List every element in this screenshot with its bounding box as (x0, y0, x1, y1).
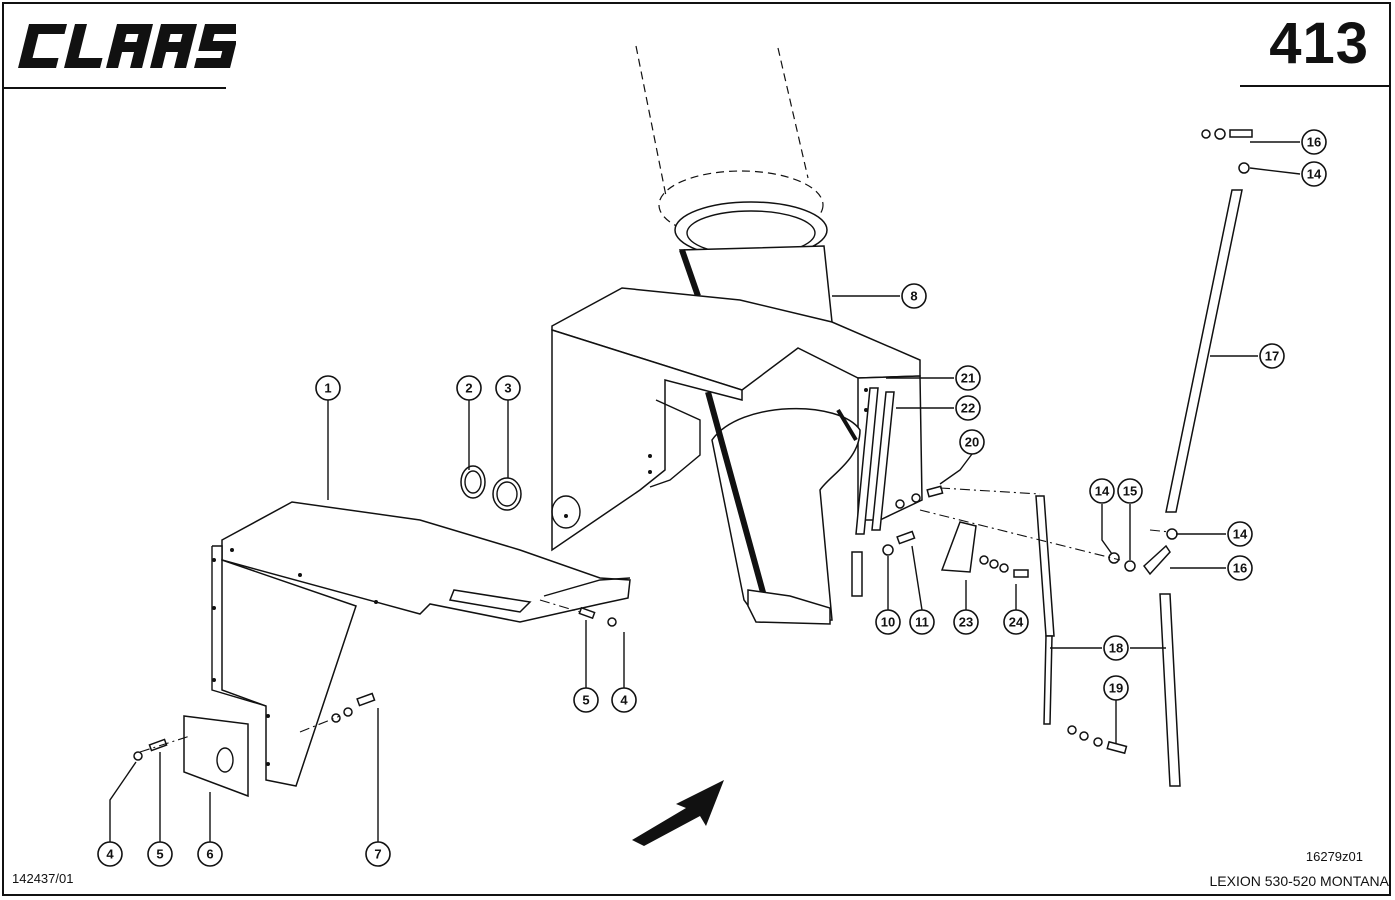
callout-5-upper: 5 (573, 687, 599, 713)
header-rule-left (2, 87, 226, 89)
svg-text:16: 16 (1233, 561, 1247, 576)
figure-code: 16279z01 (1305, 849, 1363, 864)
callout-3: 3 (495, 375, 521, 401)
callout-17: 17 (1259, 343, 1285, 369)
svg-text:2: 2 (465, 381, 472, 396)
callout-22: 22 (955, 395, 981, 421)
callout-24: 24 (1003, 609, 1029, 635)
callout-10: 10 (875, 609, 901, 635)
svg-text:23: 23 (959, 615, 973, 630)
svg-text:1: 1 (324, 381, 331, 396)
fasteners (133, 128, 1253, 761)
guard-panel (211, 501, 631, 787)
svg-text:22: 22 (961, 401, 975, 416)
retaining-rings (460, 465, 522, 511)
spout-tube-outline (635, 45, 833, 329)
assembly-centerlines (139, 487, 1171, 753)
svg-text:15: 15 (1123, 484, 1137, 499)
svg-text:5: 5 (582, 693, 589, 708)
callout-14-top: 14 (1301, 161, 1327, 187)
callout-14-low: 14 (1227, 521, 1253, 547)
svg-text:6: 6 (206, 847, 213, 862)
gas-strut (1035, 495, 1181, 787)
wear-strips (851, 387, 895, 597)
svg-text:5: 5 (156, 847, 163, 862)
callout-5-lower: 5 (147, 841, 173, 867)
header-rule-right (1240, 85, 1391, 87)
svg-text:8: 8 (910, 289, 917, 304)
callout-1: 1 (315, 375, 341, 401)
callout-23: 23 (953, 609, 979, 635)
page-number: 413 (1269, 11, 1369, 76)
svg-text:24: 24 (1009, 615, 1024, 630)
drawing-reference: 142437/01 (12, 871, 74, 886)
svg-text:4: 4 (620, 693, 628, 708)
callout-16-low: 16 (1227, 555, 1253, 581)
svg-text:14: 14 (1095, 484, 1110, 499)
callout-14-mid: 14 (1089, 478, 1115, 504)
callout-4-upper: 4 (611, 687, 637, 713)
callout-11: 11 (909, 609, 935, 635)
callout-19: 19 (1103, 675, 1129, 701)
model-name: LEXION 530-520 MONTANA (1209, 873, 1389, 889)
callout-21: 21 (955, 365, 981, 391)
svg-text:3: 3 (504, 381, 511, 396)
svg-text:20: 20 (965, 435, 979, 450)
svg-text:18: 18 (1109, 641, 1123, 656)
svg-text:21: 21 (961, 371, 975, 386)
svg-text:17: 17 (1265, 349, 1279, 364)
svg-text:4: 4 (106, 847, 114, 862)
leader-lines (109, 141, 1301, 842)
direction-arrow (632, 780, 724, 846)
svg-text:7: 7 (374, 847, 381, 862)
svg-text:14: 14 (1233, 527, 1248, 542)
callout-7: 7 (365, 841, 391, 867)
callout-6: 6 (197, 841, 223, 867)
callout-16-top: 16 (1301, 129, 1327, 155)
svg-text:19: 19 (1109, 681, 1123, 696)
svg-text:16: 16 (1307, 135, 1321, 150)
support-rod (1165, 189, 1243, 513)
claas-logo (14, 20, 242, 72)
callout-20: 20 (959, 429, 985, 455)
callout-18: 18 (1103, 635, 1129, 661)
callout-2: 2 (456, 375, 482, 401)
svg-text:14: 14 (1307, 167, 1322, 182)
cover-plate (183, 715, 249, 798)
callout-8: 8 (901, 283, 927, 309)
svg-text:10: 10 (881, 615, 895, 630)
callout-15: 15 (1117, 478, 1143, 504)
svg-text:11: 11 (915, 615, 929, 630)
callout-4-lower: 4 (97, 841, 123, 867)
